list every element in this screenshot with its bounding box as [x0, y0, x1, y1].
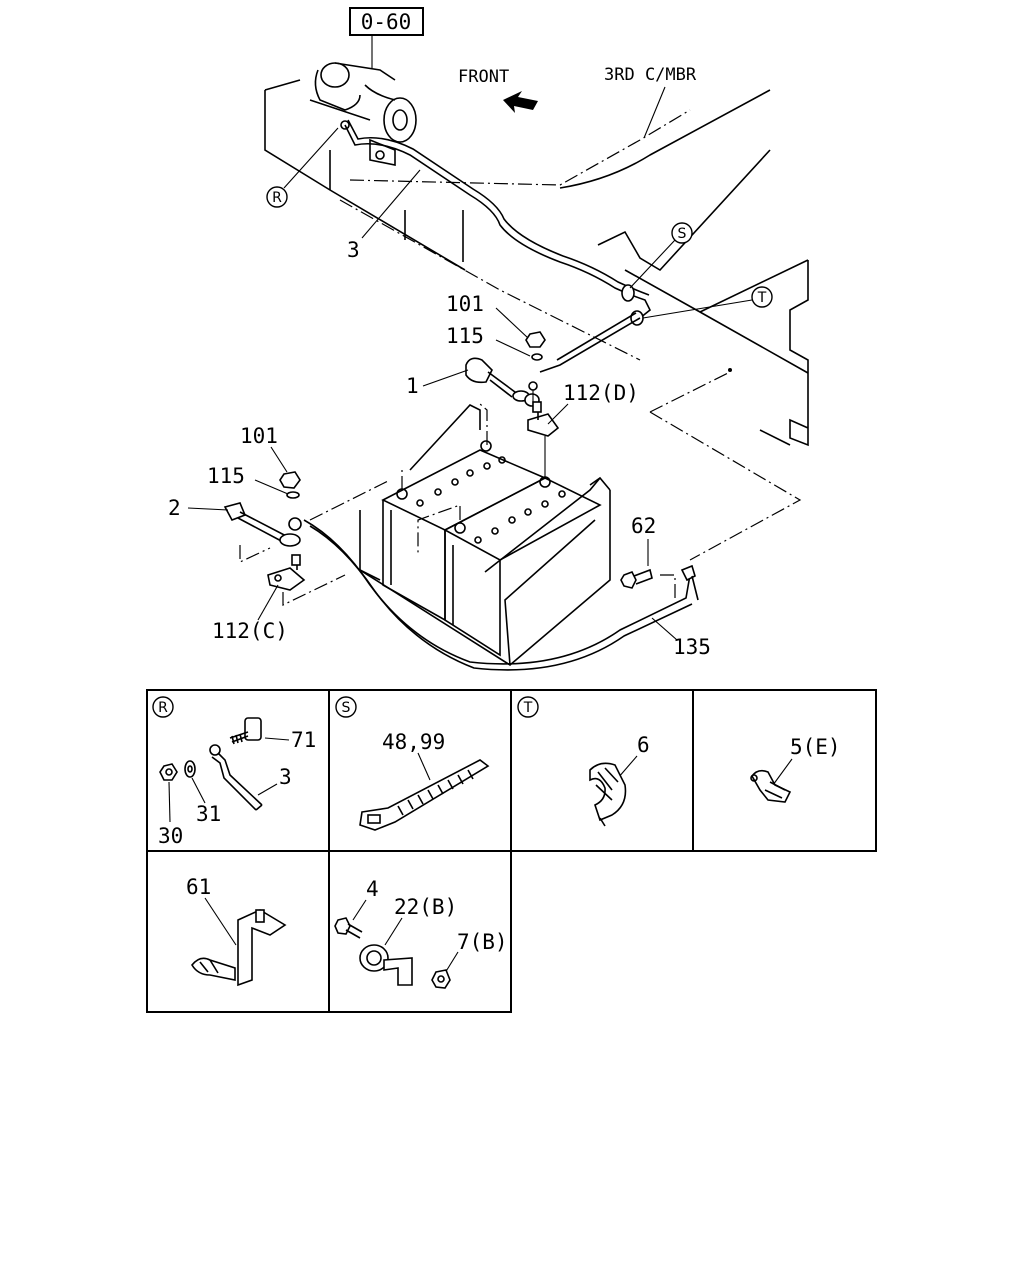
- part-label-62: 62: [631, 514, 656, 538]
- panel-22b-label-7b: 7(B): [457, 930, 508, 954]
- washer-115-left: [286, 491, 300, 499]
- panel-t-badge: T: [517, 696, 539, 718]
- svg-text:T: T: [757, 290, 767, 306]
- panel-r-badge: R: [152, 696, 174, 718]
- front-arrow-icon: [503, 91, 538, 113]
- cable-2: [223, 502, 302, 547]
- bolt-71-icon: [229, 717, 262, 745]
- svg-text:S: S: [678, 226, 687, 242]
- bolt-62: [620, 568, 653, 589]
- panel-r-label-30: 30: [158, 824, 183, 848]
- detail-panel-r[interactable]: R 71 3 31 30: [152, 696, 316, 848]
- cable-tie-icon: [359, 759, 490, 831]
- part-label-135: 135: [673, 635, 711, 659]
- detail-panel-61[interactable]: 61: [186, 875, 287, 987]
- terminal-112d: [527, 401, 560, 437]
- part-label-101-left: 101: [240, 424, 278, 448]
- panel-5e-label: 5(E): [790, 735, 841, 759]
- cable-135: [303, 519, 699, 671]
- callout-t[interactable]: T: [751, 286, 773, 308]
- front-label: FRONT: [458, 67, 509, 87]
- starter-motor: [309, 62, 417, 166]
- part-label-112c: 112(C): [212, 619, 288, 643]
- bracket-61-icon: [191, 909, 287, 987]
- nut-101-left: [279, 471, 301, 489]
- panel-s-badge: S: [335, 696, 357, 718]
- reference-box-label: 0-60: [361, 10, 412, 34]
- reference-box[interactable]: 0-60: [349, 7, 424, 36]
- nut-101-top: [525, 331, 546, 348]
- panel-t-label-6: 6: [637, 733, 650, 757]
- panel-s-label-48-99: 48,99: [382, 730, 445, 754]
- detail-panel-5e[interactable]: 5(E): [750, 735, 841, 803]
- battery-right: [443, 476, 602, 657]
- svg-text:S: S: [342, 700, 351, 716]
- cable-1: [465, 312, 641, 412]
- panel-22b-label-4: 4: [366, 877, 379, 901]
- detail-panel-22b[interactable]: 4 22(B) 7(B): [334, 877, 508, 989]
- bolt-4-icon: [334, 917, 363, 939]
- part-label-101-top: 101: [446, 292, 484, 316]
- panel-r-label-31: 31: [196, 802, 221, 826]
- grommet-6-icon: [589, 762, 627, 827]
- detail-grid: [146, 689, 877, 1013]
- clamp-22b-icon: [359, 944, 413, 986]
- detail-panel-t[interactable]: T 6: [517, 696, 650, 827]
- battery-tray: [359, 404, 611, 666]
- svg-text:R: R: [158, 700, 168, 716]
- part-label-115-top: 115: [446, 324, 484, 348]
- svg-text:T: T: [523, 700, 533, 716]
- svg-text:R: R: [272, 190, 282, 206]
- part-label-2: 2: [168, 496, 181, 520]
- panel-r-label-71: 71: [291, 728, 316, 752]
- terminal-112c: [267, 554, 306, 591]
- washer-31-icon: [184, 760, 196, 778]
- clip-s: [621, 284, 635, 302]
- panel-r-label-3: 3: [279, 765, 292, 789]
- nut-30-icon: [159, 763, 178, 781]
- callout-s[interactable]: S: [671, 222, 693, 244]
- member-label: 3RD C/MBR: [604, 65, 697, 85]
- washer-115-top: [531, 353, 543, 361]
- clip-5e-icon: [750, 769, 792, 803]
- panel-61-label: 61: [186, 875, 211, 899]
- detail-panel-s[interactable]: S 48,99: [335, 696, 490, 831]
- part-label-115-left: 115: [207, 464, 245, 488]
- part-label-3: 3: [347, 238, 360, 262]
- nut-7b-icon: [431, 969, 451, 989]
- cable-3: [340, 119, 652, 319]
- part-label-1: 1: [406, 374, 419, 398]
- cable-end-3-icon: [209, 744, 263, 811]
- frame-rail: [264, 79, 809, 447]
- callout-r[interactable]: R: [266, 186, 288, 208]
- part-label-112d: 112(D): [563, 381, 639, 405]
- panel-22b-label-22b: 22(B): [394, 895, 457, 919]
